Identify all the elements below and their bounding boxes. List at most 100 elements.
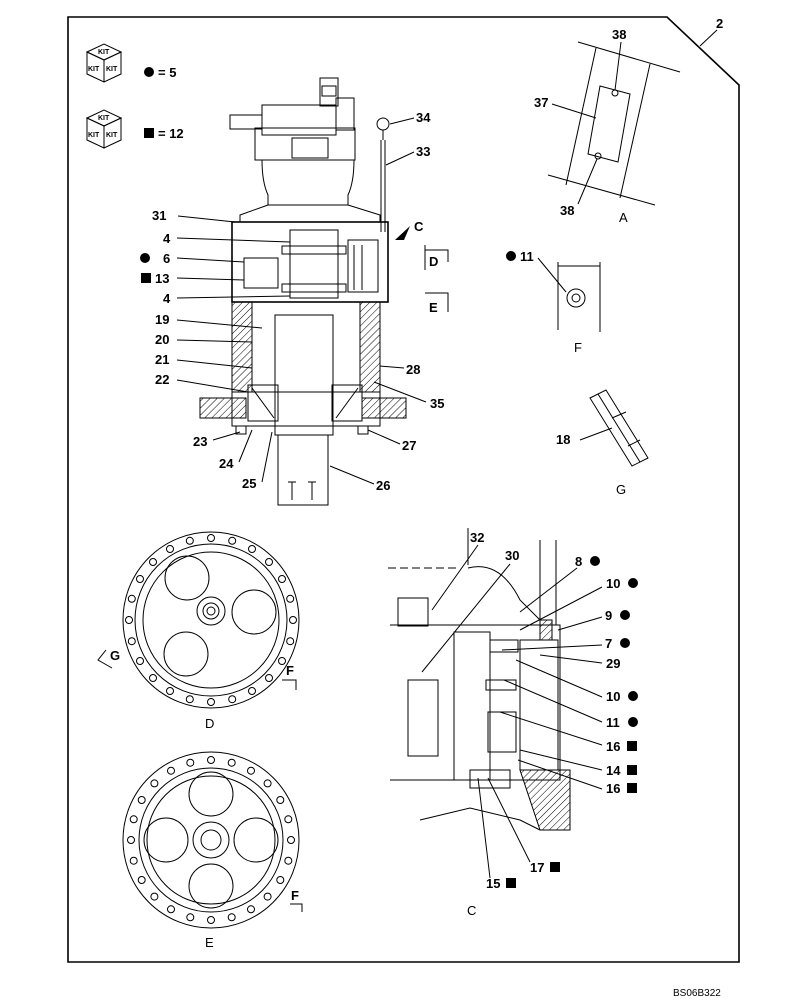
- bolt-hole: [248, 545, 256, 553]
- view-c-leaders: [421, 544, 603, 879]
- view-g: [579, 389, 649, 467]
- bolt-hole: [286, 594, 295, 603]
- kit-box-icon: KIT KIT KIT: [85, 109, 123, 149]
- bolt-hole: [278, 575, 286, 583]
- view-f: [537, 257, 601, 332]
- bolt-hole: [265, 558, 273, 566]
- view-c-caption: C: [467, 903, 476, 918]
- kit-box-icon: KIT KIT KIT: [85, 43, 123, 83]
- view-f-caption: F: [574, 340, 582, 355]
- callout-31: 31: [152, 208, 166, 223]
- bolt-hole: [127, 594, 136, 603]
- bolt-hole: [228, 536, 237, 545]
- bolt-hole: [137, 876, 146, 884]
- ref-g-on-view-d: G: [110, 648, 120, 663]
- bolt-hole: [276, 796, 285, 804]
- bolt-hole: [136, 657, 144, 665]
- bolt-hole: [227, 758, 236, 767]
- svg-text:KIT: KIT: [106, 132, 118, 139]
- callout-4-lower: 4: [163, 291, 171, 306]
- bolt-hole: [185, 536, 194, 545]
- square-marker-icon: [627, 765, 637, 775]
- circle-marker-icon: [506, 251, 516, 261]
- callout-10-lower: 10: [606, 689, 620, 704]
- bolt-hole: [150, 892, 159, 901]
- bolt-hole: [150, 779, 159, 788]
- bolt-hole: [207, 534, 215, 542]
- bolt-hole: [207, 698, 215, 706]
- circle-marker-icon: [620, 610, 630, 620]
- callout-7: 7: [605, 636, 612, 651]
- callout-26: 26: [376, 478, 390, 493]
- callout-22: 22: [155, 372, 169, 387]
- callout-35: 35: [430, 396, 444, 411]
- callout-38-top: 38: [612, 27, 626, 42]
- callout-29: 29: [606, 656, 620, 671]
- ref-d-section-label: D: [429, 254, 438, 269]
- callout-21: 21: [155, 352, 169, 367]
- square-marker-icon: [144, 128, 154, 138]
- callout-19: 19: [155, 312, 169, 327]
- bolt-hole: [207, 756, 215, 764]
- callout-15: 15: [486, 876, 500, 891]
- bolt-hole: [228, 695, 237, 704]
- bolt-hole: [186, 913, 195, 922]
- svg-text:KIT: KIT: [88, 66, 100, 73]
- bolt-hole: [265, 674, 273, 682]
- bolt-hole: [284, 815, 293, 824]
- bolt-hole: [263, 892, 272, 901]
- view-d: [97, 531, 300, 709]
- callout-16-upper: 16: [606, 739, 620, 754]
- kit-legend-square: KIT KIT KIT = 12: [85, 109, 184, 149]
- bolt-hole: [247, 766, 255, 775]
- view-arrow-c: [395, 226, 410, 240]
- bolt-hole: [227, 913, 236, 922]
- callout-14: 14: [606, 763, 621, 778]
- callout-34: 34: [416, 110, 431, 125]
- view-e: [122, 751, 303, 929]
- sheet-number: 2: [716, 16, 723, 31]
- circle-marker-icon: [590, 556, 600, 566]
- callout-20: 20: [155, 332, 169, 347]
- bolt-hole: [278, 657, 286, 665]
- circle-marker-icon: [620, 638, 630, 648]
- bolt-hole: [149, 558, 157, 566]
- bolt-hole: [276, 876, 285, 884]
- callout-17: 17: [530, 860, 544, 875]
- bolt-hole: [263, 779, 272, 788]
- bolt-hole: [185, 695, 194, 704]
- bolt-hole: [129, 815, 138, 824]
- bolt-hole: [136, 575, 144, 583]
- bolt-hole: [207, 916, 215, 924]
- bolt-hole: [167, 905, 175, 914]
- circle-marker-icon: [144, 67, 154, 77]
- svg-text:KIT: KIT: [98, 115, 110, 122]
- callout-32: 32: [470, 530, 484, 545]
- bolt-hole: [127, 836, 135, 844]
- svg-text:KIT: KIT: [106, 66, 118, 73]
- bolt-hole: [287, 836, 295, 844]
- main-callout-leaders: [176, 117, 427, 485]
- square-marker-icon: [627, 783, 637, 793]
- bolt-hole: [167, 766, 175, 775]
- svg-text:KIT: KIT: [98, 49, 110, 56]
- callout-6: 6: [163, 251, 170, 266]
- ref-e-section-label: E: [429, 300, 438, 315]
- callout-28: 28: [406, 362, 420, 377]
- bolt-hole: [127, 637, 136, 646]
- callout-30: 30: [505, 548, 519, 563]
- bolt-hole: [149, 674, 157, 682]
- kit-legend-circle: KIT KIT KIT = 5: [85, 43, 176, 83]
- callout-16-lower: 16: [606, 781, 620, 796]
- callout-25: 25: [242, 476, 256, 491]
- callout-18: 18: [556, 432, 570, 447]
- main-assembly-view: [199, 77, 449, 506]
- callout-24: 24: [219, 456, 234, 471]
- ref-f-on-view-e: F: [291, 888, 299, 903]
- bolt-hole: [289, 616, 297, 624]
- view-e-caption: E: [205, 935, 214, 950]
- bolt-hole: [286, 637, 295, 646]
- callout-27: 27: [402, 438, 416, 453]
